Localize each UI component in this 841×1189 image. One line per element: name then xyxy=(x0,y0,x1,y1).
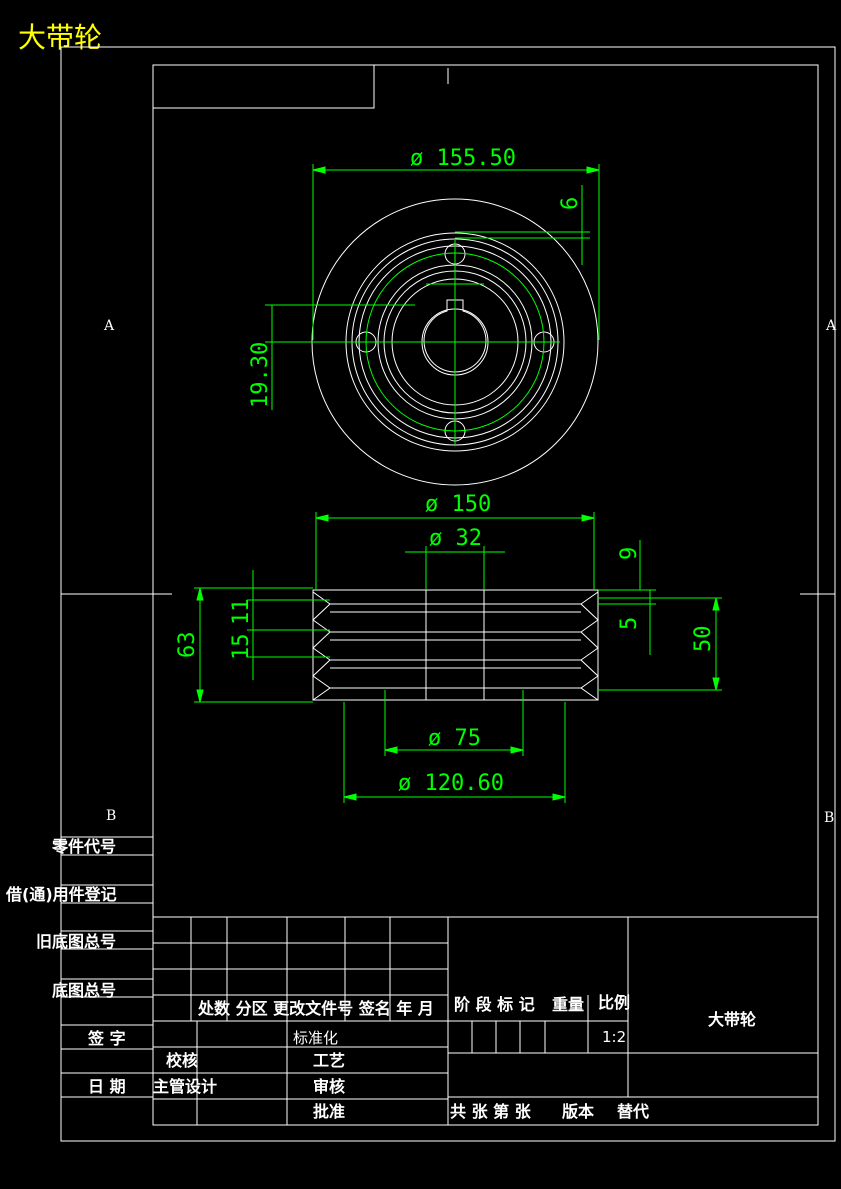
label-replace: 替代 xyxy=(617,1102,649,1121)
dim-key-19-30 xyxy=(265,304,455,410)
dim-groove-span-50 xyxy=(598,597,722,691)
dim-key-6 xyxy=(455,185,590,265)
label-version: 版本 xyxy=(561,1102,594,1121)
dim-text-key-6: 6 xyxy=(558,197,583,210)
dim-text-pitch-15: 15 xyxy=(229,634,254,661)
sheet-frame xyxy=(60,46,836,1142)
dim-top-9-5 xyxy=(598,540,656,655)
label-stage-mark: 阶 段 标 记 xyxy=(454,995,535,1014)
zone-label-a-right: A xyxy=(825,318,837,334)
label-check: 校核 xyxy=(166,1051,198,1070)
dim-text-d-groove: ø 150 xyxy=(425,492,491,517)
dim-text-d-bore: ø 32 xyxy=(429,526,482,551)
label-review: 审核 xyxy=(313,1077,345,1096)
label-rev-header: 处数 分区 更改文件号 签名 年 月 xyxy=(197,999,434,1018)
label-part-code: 零件代号 xyxy=(51,837,116,856)
label-process: 工艺 xyxy=(313,1051,345,1070)
dim-text-d-hub: ø 75 xyxy=(428,726,481,751)
side-stamp-table xyxy=(61,836,153,1098)
dim-text-groove-span: 50 xyxy=(691,626,716,653)
label-date: 日 期 xyxy=(88,1077,126,1096)
dim-d-hub xyxy=(384,690,524,756)
label-borrow-reg: 借(通)用件登记 xyxy=(5,885,117,904)
label-old-drawing: 旧底图总号 xyxy=(36,932,116,951)
dim-d-web xyxy=(343,702,566,803)
dim-text-pitch-11: 11 xyxy=(229,599,254,626)
label-standardize: 标准化 xyxy=(293,1029,338,1047)
dim-text-d-outer: ø 155.50 xyxy=(410,146,516,171)
label-supervisor-design: 主管设计 xyxy=(153,1077,217,1096)
label-sheets: 共 张 第 张 xyxy=(450,1102,532,1121)
label-weight: 重量 xyxy=(552,995,584,1014)
label-scale: 比例 xyxy=(598,993,630,1012)
label-part-name: 大带轮 xyxy=(708,1010,756,1029)
dim-text-top-5: 5 xyxy=(617,617,642,630)
dim-pitch-11-15 xyxy=(247,570,330,680)
dim-d-outer xyxy=(312,164,600,340)
dim-d-bore xyxy=(405,546,505,590)
dim-text-key-19-30: 19.30 xyxy=(248,342,273,408)
title-block-grid xyxy=(153,916,818,1125)
drawing-title: 大带轮 xyxy=(18,21,102,54)
label-signature: 签 字 xyxy=(87,1029,126,1048)
side-view xyxy=(312,589,599,701)
value-scale: 1:2 xyxy=(602,1028,626,1046)
dim-text-d-web: ø 120.60 xyxy=(398,771,504,796)
dim-text-total: 63 xyxy=(175,632,200,659)
dim-d-groove xyxy=(315,512,595,590)
label-approve: 批准 xyxy=(313,1102,345,1121)
zone-label-b-right: B xyxy=(824,810,834,826)
dim-text-top-9: 9 xyxy=(617,547,642,560)
zone-label-a-left: A xyxy=(103,318,115,334)
zone-label-b-left: B xyxy=(106,808,116,824)
label-drawing-no: 底图总号 xyxy=(52,981,116,1000)
